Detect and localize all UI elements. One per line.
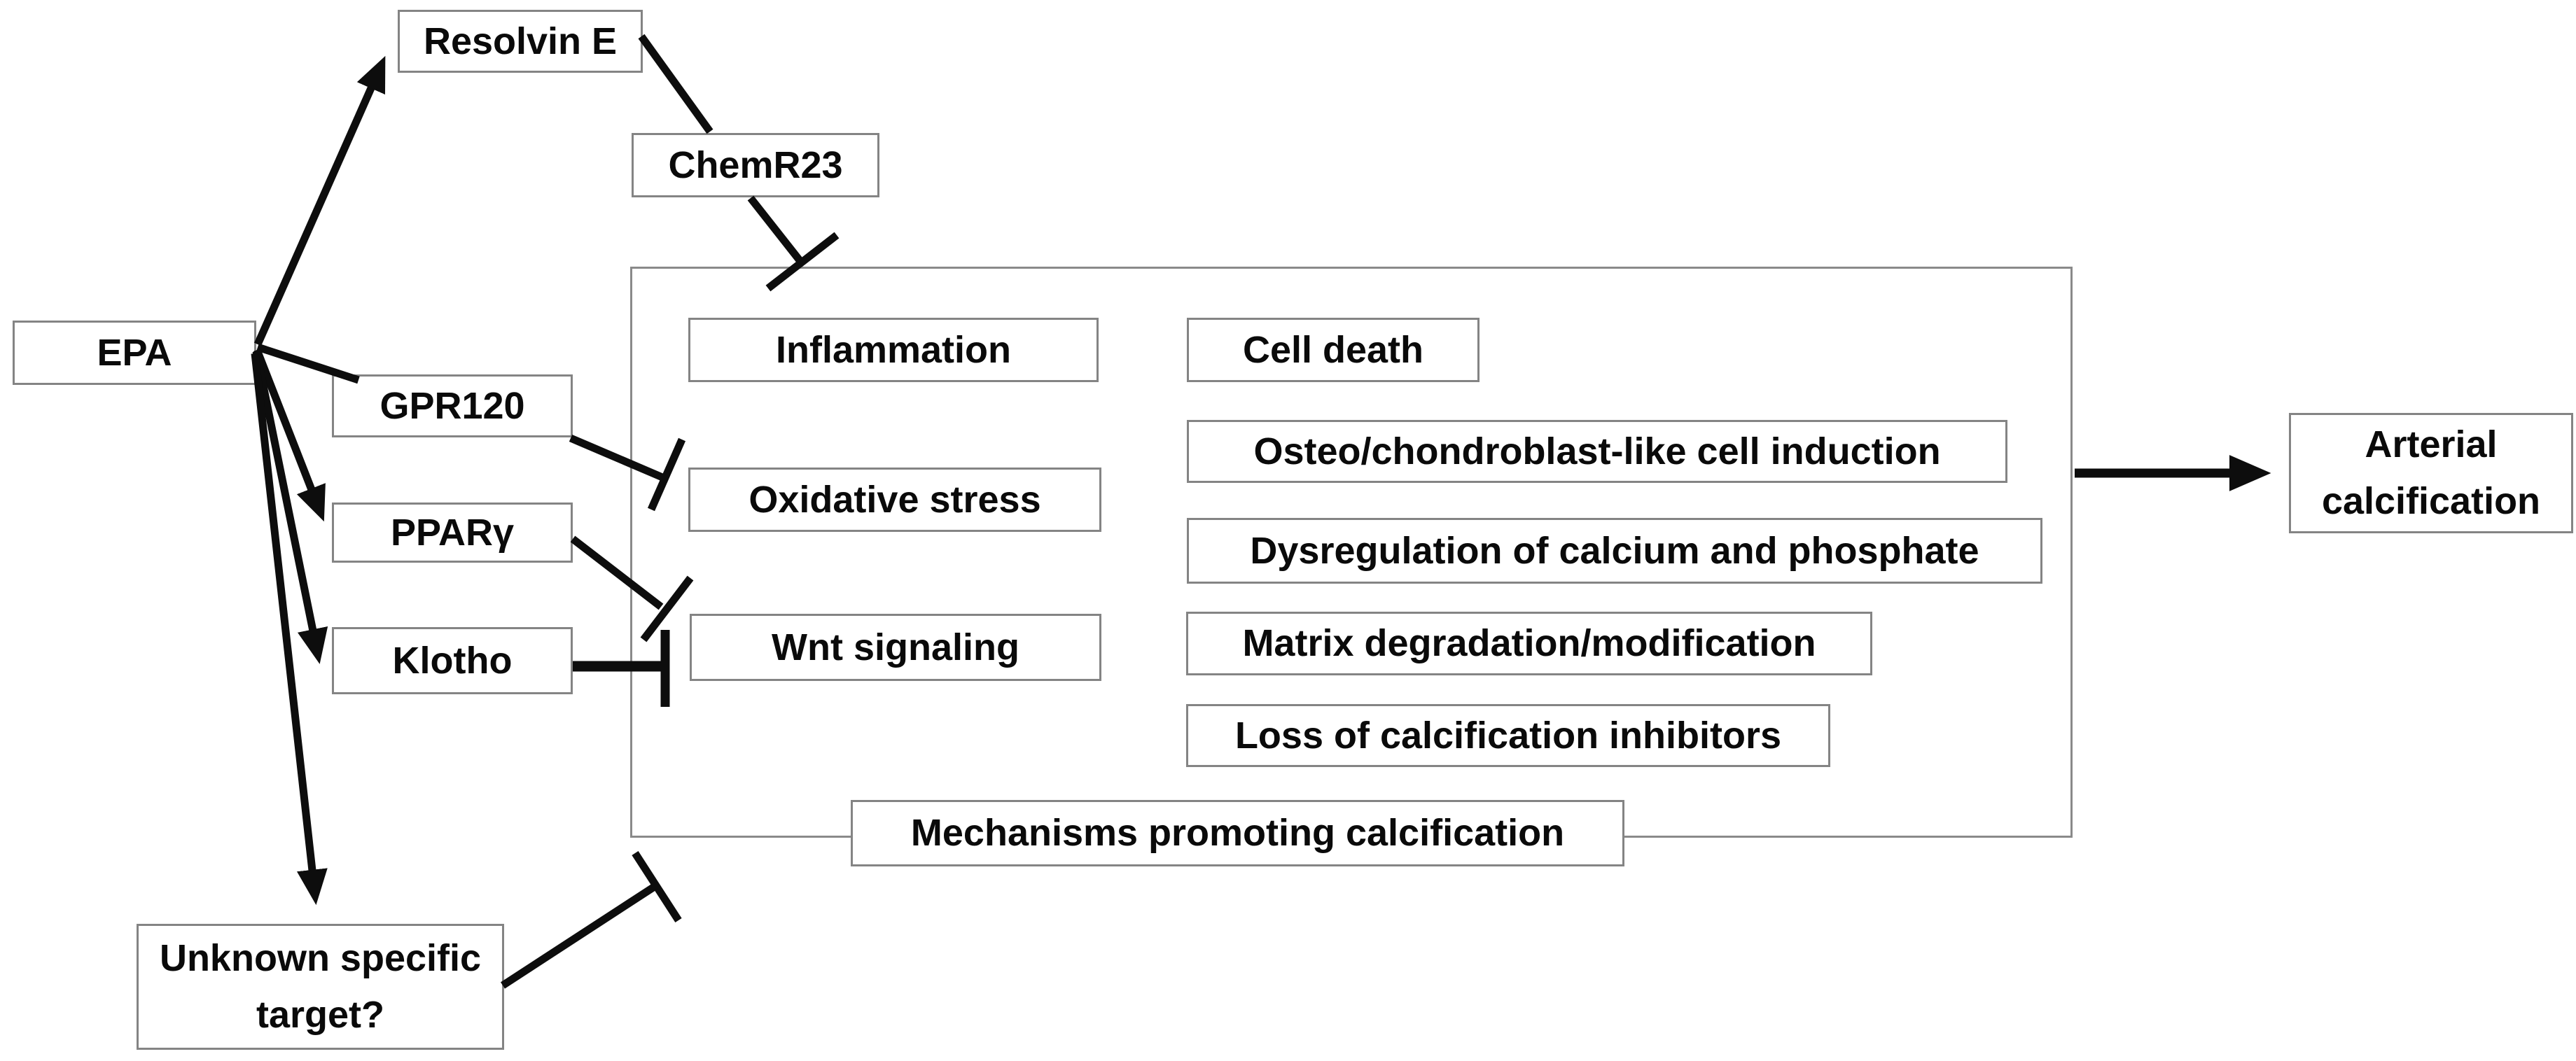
node-cell-death: Cell death: [1187, 318, 1480, 382]
edge-epa-klotho-arrow: [252, 350, 328, 664]
edge-epa-unknown-arrow: [251, 353, 328, 906]
node-osteo-chondroblast-induction: Osteo/chondroblast-like cell induction: [1187, 420, 2007, 483]
node-loss-calcification-inhibitors: Loss of calcification inhibitors: [1186, 704, 1830, 767]
node-resolvin-e: Resolvin E: [398, 10, 643, 73]
node-wnt-signaling: Wnt signaling: [690, 614, 1101, 681]
node-gpr120: GPR120: [332, 374, 573, 437]
edge-unknown-inhibit-cap: [632, 851, 682, 922]
node-inflammation: Inflammation: [688, 318, 1099, 382]
node-arterial-calcification: Arterial calcification: [2289, 413, 2573, 533]
node-mechanisms-promoting-calcification: Mechanisms promoting calcification: [851, 800, 1624, 866]
node-klotho: Klotho: [332, 627, 573, 694]
node-oxidative-stress: Oxidative stress: [688, 468, 1101, 532]
node-unknown-specific-target: Unknown specific target?: [137, 924, 504, 1050]
edge-epa-resolvin-arrow: [253, 55, 386, 346]
node-epa: EPA: [13, 321, 256, 385]
node-pparg: PPARγ: [332, 503, 573, 563]
node-matrix-degradation: Matrix degradation/modification: [1186, 612, 1872, 675]
node-dysregulation-calcium-phosphate: Dysregulation of calcium and phosphate: [1187, 518, 2042, 584]
edge-resolvin-chemr23-line: [638, 34, 713, 134]
edge-epa-pparg-arrow: [253, 348, 326, 522]
edge-chemr23-inhibit-shaft: [747, 195, 803, 263]
edge-unknown-inhibit-shaft: [500, 883, 658, 989]
node-chemr23: ChemR23: [632, 133, 879, 197]
